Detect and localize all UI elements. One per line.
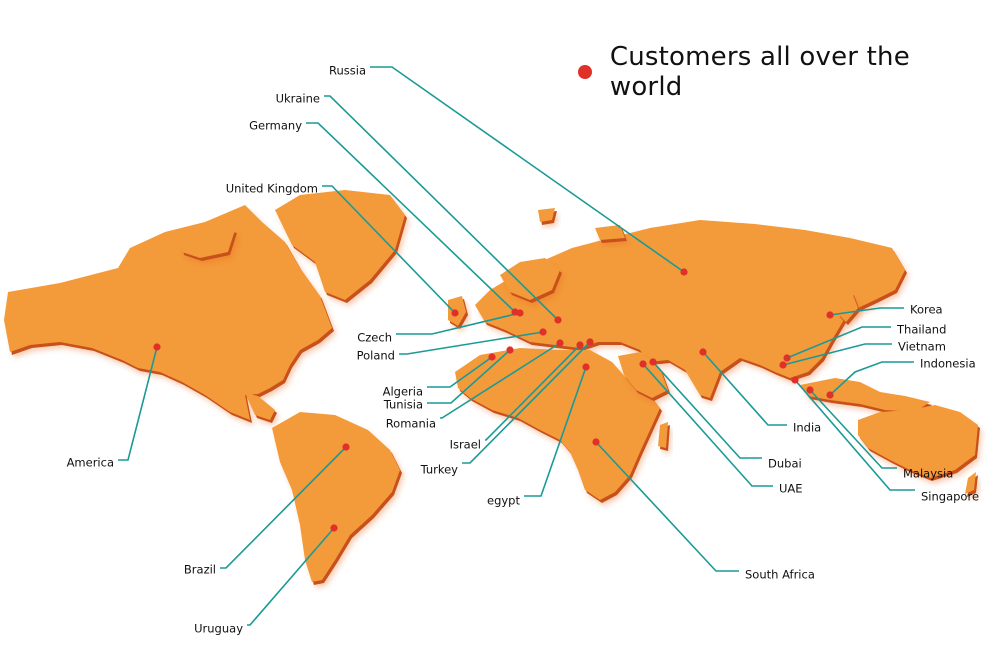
central-america	[245, 393, 275, 420]
scandinavia	[500, 258, 560, 300]
leader-line-uae	[642, 363, 773, 487]
marker-algeria	[488, 353, 496, 361]
marker-israel	[576, 341, 584, 349]
marker-singapore	[791, 376, 799, 384]
marker-korea	[826, 311, 834, 319]
leader-line-germany	[306, 122, 516, 313]
marker-vietnam	[779, 361, 787, 369]
leader-line-america	[118, 346, 158, 461]
japan	[838, 292, 858, 322]
marker-uae	[639, 360, 647, 368]
marker-poland	[539, 328, 547, 336]
customer-markers	[153, 268, 834, 532]
marker-ukraine	[554, 316, 562, 324]
leader-line-dubai	[652, 361, 762, 459]
leader-line-indonesia	[829, 361, 914, 396]
label-thailand: Thailand	[896, 323, 946, 337]
north-america	[4, 205, 332, 420]
leader-line-turkey	[462, 341, 591, 464]
australia	[858, 405, 978, 478]
arabia	[618, 352, 668, 398]
madagascar	[658, 422, 668, 448]
label-germany: Germany	[249, 119, 302, 133]
label-algeria: Algeria	[383, 385, 423, 399]
leader-line-thailand	[786, 326, 891, 359]
leader-line-czech	[396, 312, 521, 335]
label-malaysia: Malaysia	[903, 467, 953, 481]
label-america: America	[67, 456, 114, 470]
leader-line-romania	[440, 342, 561, 419]
leader-line-vietnam	[782, 343, 892, 366]
leader-line-egypt	[524, 366, 587, 497]
greenland	[275, 190, 405, 300]
label-uae: UAE	[779, 482, 803, 496]
label-israel: Israel	[450, 438, 481, 452]
label-dubai: Dubai	[768, 457, 802, 471]
leader-line-tunisia	[427, 349, 511, 404]
label-indonesia: Indonesia	[920, 357, 976, 371]
arctic-islands-2	[595, 225, 625, 240]
label-russia: Russia	[329, 64, 366, 78]
leader-lines	[118, 66, 915, 626]
sea-islands	[800, 378, 930, 412]
canada-islands	[180, 225, 235, 258]
leader-line-poland	[399, 331, 544, 355]
marker-turkey	[586, 338, 594, 346]
marker-romania	[556, 339, 564, 347]
leader-line-india	[702, 351, 787, 426]
marker-india	[699, 348, 707, 356]
leader-line-ukraine	[324, 95, 559, 321]
leader-line-russia	[370, 66, 685, 273]
leader-line-malaysia	[809, 389, 897, 469]
marker-brazil	[342, 443, 350, 451]
legend-title: Customers all over the world	[609, 42, 910, 102]
marker-america	[153, 343, 161, 351]
leader-line-algeria	[427, 356, 493, 388]
label-turkey: Turkey	[420, 463, 459, 477]
label-vietnam: Vietnam	[898, 340, 946, 354]
leader-line-south-africa	[595, 441, 739, 572]
label-brazil: Brazil	[184, 563, 216, 577]
marker-dubai	[649, 358, 657, 366]
south-america	[272, 412, 400, 582]
marker-egypt	[582, 363, 590, 371]
marker-russia	[680, 268, 688, 276]
marker-tunisia	[506, 346, 514, 354]
leader-line-israel	[485, 344, 581, 441]
marker-thailand	[783, 354, 791, 362]
leader-line-singapore	[794, 379, 915, 491]
leader-line-united-kingdom	[322, 185, 456, 314]
marker-united-kingdom	[451, 309, 459, 317]
label-ukraine: Ukraine	[276, 92, 320, 106]
leader-line-brazil	[220, 446, 347, 569]
label-united-kingdom: United Kingdom	[226, 182, 318, 196]
new-zealand	[965, 472, 976, 494]
label-south-africa: South Africa	[745, 568, 815, 582]
label-korea: Korea	[910, 303, 943, 317]
legend: Customers all over the world	[578, 42, 987, 102]
label-czech: Czech	[357, 331, 392, 345]
marker-malaysia	[806, 386, 814, 394]
label-tunisia: Tunisia	[383, 398, 423, 412]
marker-czech	[516, 309, 524, 317]
label-romania: Romania	[386, 417, 436, 431]
label-poland: Poland	[357, 349, 395, 363]
continents	[4, 190, 982, 588]
leader-line-korea	[829, 307, 904, 316]
label-uruguay: Uruguay	[194, 622, 243, 636]
leader-line-uruguay	[247, 527, 335, 626]
marker-uruguay	[330, 524, 338, 532]
label-singapore: Singapore	[921, 490, 979, 504]
arctic-islands	[538, 208, 555, 222]
africa	[455, 348, 660, 500]
marker-south-africa	[592, 438, 600, 446]
marker-indonesia	[826, 391, 834, 399]
label-india: India	[793, 421, 821, 435]
legend-marker-icon	[578, 65, 592, 79]
label-egypt: egypt	[487, 494, 520, 508]
